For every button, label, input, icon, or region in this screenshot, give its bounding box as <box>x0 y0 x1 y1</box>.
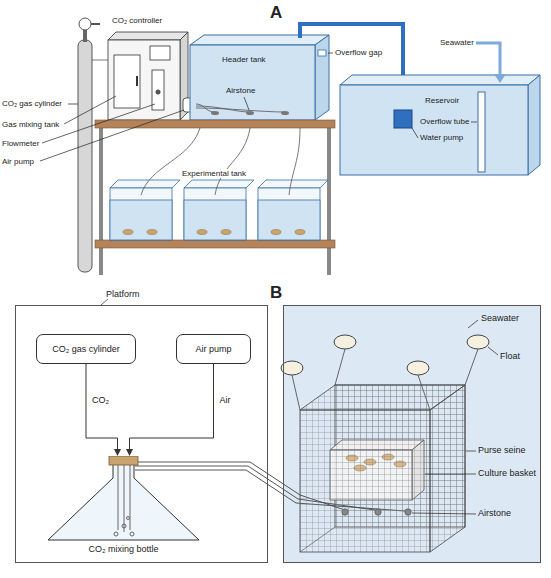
seawater-region: Seawater <box>283 305 541 563</box>
part-label: Float <box>500 351 520 361</box>
panel-letter: B <box>270 283 282 303</box>
node-text: Platform <box>104 289 142 299</box>
part-label: Gas mixing tank <box>2 120 59 129</box>
gas-line <box>130 364 214 455</box>
part-label: Culture basket <box>478 468 536 478</box>
arrow-head <box>114 449 121 456</box>
platform-region: PlatformCO₂ gas cylinderAir pumpCO₂ mixi… <box>15 305 268 563</box>
edge-label: CO₂ <box>92 395 109 405</box>
part-label: Water pump <box>420 133 463 142</box>
edge-label: Air <box>220 395 231 405</box>
mixing-bottle: CO₂ mixing bottle <box>46 456 201 541</box>
node-text: CO₂ gas cylinder <box>52 344 120 354</box>
air-pump-box: Air pump <box>176 334 251 364</box>
flask-outline <box>46 456 201 541</box>
part-label: Header tank <box>222 55 266 64</box>
part-label: CO₂ controller <box>112 16 162 25</box>
gas-cylinder-box: CO₂ gas cylinder <box>36 334 136 364</box>
part-label: Overflow tube <box>420 117 469 126</box>
part-label: Experimental tank <box>180 169 248 178</box>
panel-letter: A <box>270 3 282 23</box>
part-label: Air pump <box>2 157 34 166</box>
gas-line <box>86 364 118 455</box>
part-label: Flowmeter <box>2 139 39 148</box>
part-label: Airstone <box>478 508 511 518</box>
part-label: CO₂ gas cylinder <box>2 99 62 108</box>
part-label: Airstone <box>226 86 255 95</box>
gas-line-arrow <box>126 364 214 456</box>
node-text: Seawater <box>481 313 519 323</box>
part-label: Seawater <box>440 38 474 47</box>
node-text: Air pump <box>195 344 231 354</box>
part-label: Overflow gap <box>335 48 382 57</box>
arrow-head <box>126 449 133 456</box>
part-label: Reservoir <box>425 96 459 105</box>
node-text: CO₂ mixing bottle <box>46 544 201 554</box>
gas-line-arrow <box>86 364 121 456</box>
part-label: Purse seine <box>478 445 526 455</box>
